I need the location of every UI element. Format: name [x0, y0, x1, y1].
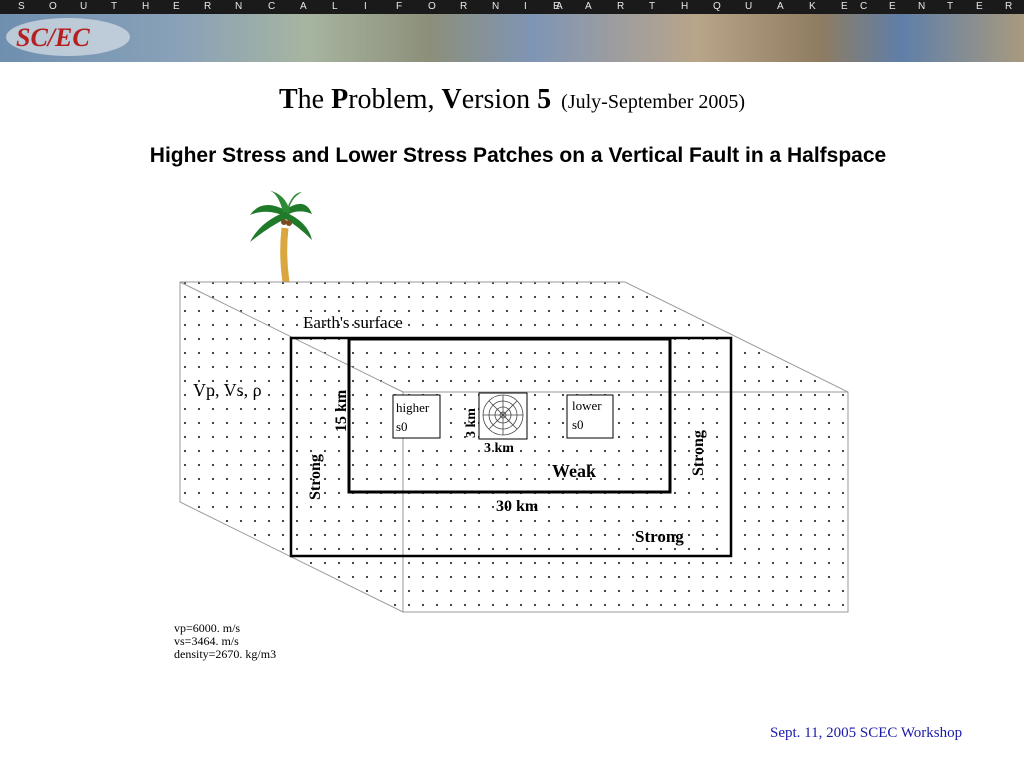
lower-stress-patch — [566, 394, 614, 439]
banner-letter: R — [1005, 1, 1013, 12]
banner-letter: C — [860, 1, 868, 12]
banner-letter: S — [18, 1, 25, 12]
banner-letter: A — [777, 1, 784, 12]
banner-letter: U — [745, 1, 753, 12]
banner-letter: N — [235, 1, 243, 12]
banner-letter: A — [585, 1, 592, 12]
patch-size-label: 3 km — [464, 408, 479, 438]
banner-letter: I — [524, 1, 527, 12]
banner-letter: R — [204, 1, 212, 12]
banner-letter: H — [681, 1, 689, 12]
banner-letter: I — [364, 1, 367, 12]
banner-letter: O — [49, 1, 57, 12]
banner-letter: R — [460, 1, 468, 12]
banner-letter: L — [332, 1, 338, 12]
strong-bottom-label: Strong — [635, 527, 684, 546]
banner-strip — [0, 0, 1024, 14]
banner-letter: U — [80, 1, 88, 12]
banner-letter: R — [617, 1, 625, 12]
fault-diagram: Earth's surface Vp, Vs, ρ 15 km 3 km 3 k… — [179, 190, 849, 613]
patch-width-label: 3 km — [484, 441, 514, 456]
fault-weak-zone — [347, 337, 672, 494]
vs-value: vs=3464. m/s — [174, 634, 239, 648]
palm-tree-icon — [250, 190, 312, 283]
higher-s0-label: s0 — [396, 419, 408, 434]
subtitle: Higher Stress and Lower Stress Patches o… — [149, 144, 887, 167]
banner-letter: N — [918, 1, 926, 12]
banner-letter: E — [553, 1, 560, 12]
banner-letter: E — [889, 1, 896, 12]
depth-label: 15 km — [333, 389, 350, 432]
lower-label: lower — [572, 398, 602, 413]
banner-letter: T — [947, 1, 954, 12]
lower-s0-label: s0 — [572, 417, 584, 432]
banner-letter: Q — [713, 1, 721, 12]
weak-label: Weak — [552, 461, 596, 481]
banner-letter: C — [268, 1, 276, 12]
hypocenter-icon — [482, 394, 524, 436]
length-label: 30 km — [496, 498, 539, 515]
title-date: (July-September 2005) — [561, 91, 746, 113]
banner-letter: A — [556, 1, 563, 12]
banner-letter: F — [396, 1, 403, 12]
material-parameters: vp=6000. m/s vs=3464. m/s density=2670. … — [174, 622, 276, 661]
banner-letter: N — [492, 1, 500, 12]
banner-letter: H — [142, 1, 150, 12]
higher-stress-patch — [392, 394, 441, 439]
footer-text: Sept. 11, 2005 SCEC Workshop — [770, 725, 963, 741]
banner-letter: E — [173, 1, 180, 12]
banner-letter: K — [809, 1, 816, 12]
banner-letter: E — [976, 1, 983, 12]
banner-letter: T — [649, 1, 656, 12]
banner-letter: E — [841, 1, 848, 12]
material-label: Vp, Vs, ρ — [193, 380, 262, 400]
density-value: density=2670. kg/m3 — [174, 647, 277, 661]
banner-letter: O — [428, 1, 436, 12]
earth-surface-label: Earth's surface — [303, 313, 403, 332]
strong-left-label: Strong — [307, 454, 324, 500]
scec-logo: SC/EC — [6, 18, 130, 56]
strong-right-label: Strong — [690, 430, 707, 476]
banner-letter: T — [111, 1, 118, 12]
higher-label: higher — [396, 400, 430, 415]
page-title: The Problem, Version 5(July-September 20… — [278, 84, 746, 115]
banner-letter: A — [300, 1, 307, 12]
vp-value: vp=6000. m/s — [174, 621, 241, 635]
svg-text:SC/EC: SC/EC — [16, 23, 90, 52]
